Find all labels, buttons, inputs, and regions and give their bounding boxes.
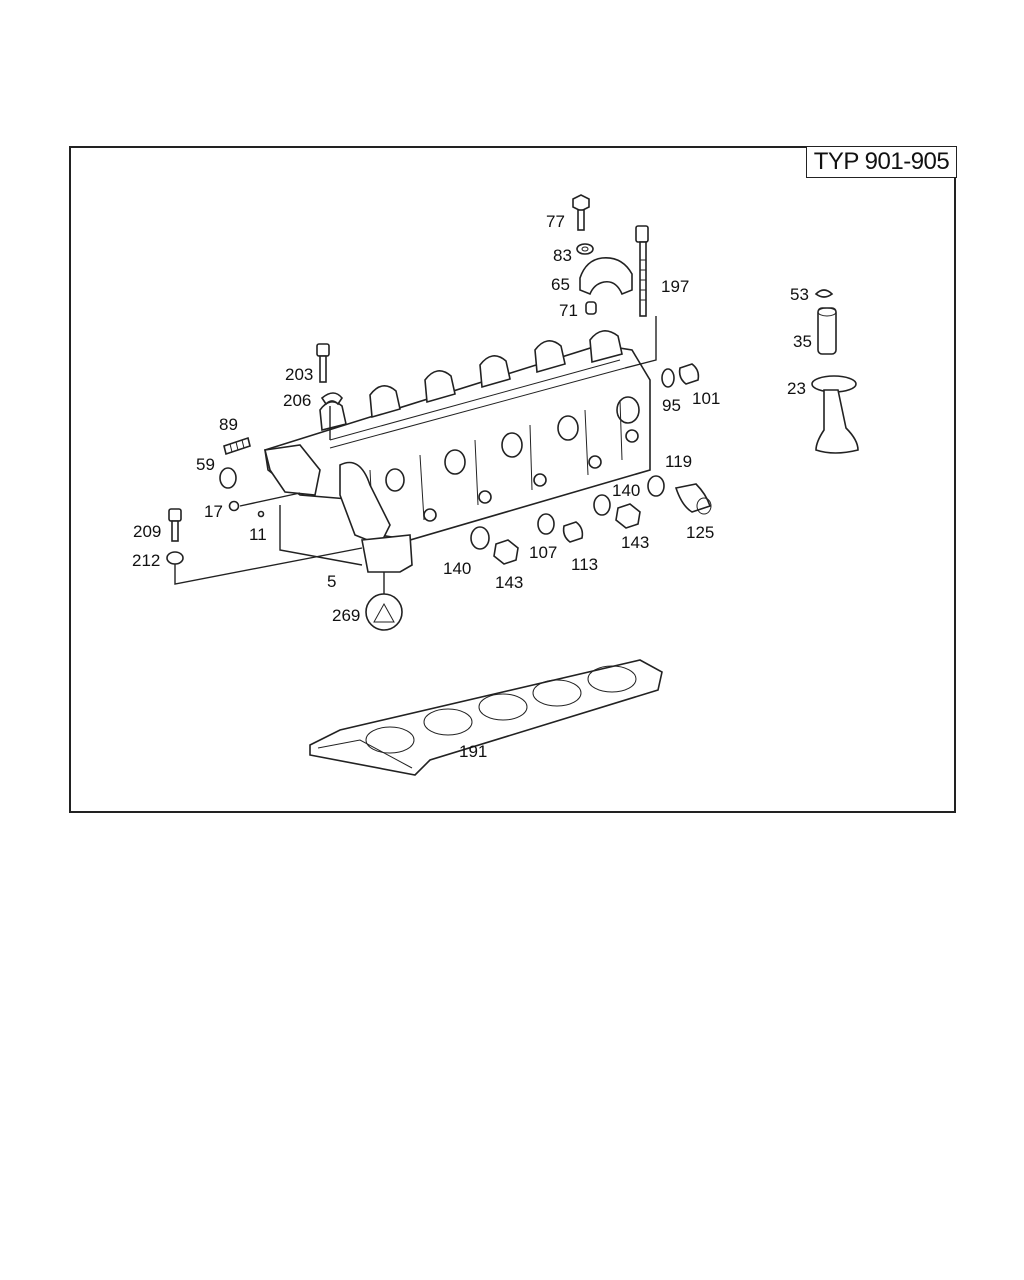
bolt-77 [572,194,590,231]
bolt-203 [316,343,330,383]
callout-65: 65 [551,275,570,294]
callout-53: 53 [790,285,809,304]
bolt-197 [624,225,657,369]
plug-113 [562,521,584,543]
callout-83: 83 [553,246,572,265]
seal-95 [661,368,675,388]
callout-206: 206 [283,391,311,410]
callout-77: 77 [546,212,565,231]
fitting-125 [674,483,712,515]
sleeve-71 [585,301,597,315]
bearing-cap-65 [579,257,633,296]
seal-140a [593,494,611,516]
guide-35 [817,307,837,355]
ring-17 [228,492,301,512]
stud-89 [223,436,251,456]
model-type-label: TYP 901-905 [806,146,957,178]
callout-59: 59 [196,455,215,474]
clip-206 [320,392,343,440]
callout-35: 35 [793,332,812,351]
pin-11 [257,505,363,566]
gear-269 [365,572,403,631]
clip-53 [814,289,834,298]
callout-143-lower: 143 [495,573,523,592]
washer-212 [166,547,363,585]
nut-143b [493,539,519,565]
callout-125: 125 [686,523,714,542]
callout-23: 23 [787,379,806,398]
callout-269: 269 [332,606,360,625]
seal-107 [537,513,555,535]
callout-119: 119 [665,452,692,471]
callout-89: 89 [219,415,238,434]
callout-107: 107 [529,543,557,562]
callout-197: 197 [661,277,689,296]
callout-5: 5 [327,572,336,591]
callout-191: 191 [459,742,487,761]
callout-95: 95 [662,396,681,415]
callout-17: 17 [204,502,223,521]
seal-119 [647,475,665,497]
callout-140-upper: 140 [612,481,640,500]
callout-209: 209 [133,522,161,541]
callout-71: 71 [559,301,578,320]
head-gasket-191 [309,659,663,776]
callout-212: 212 [132,551,160,570]
valve-23 [811,375,859,454]
callout-113: 113 [571,555,598,574]
washer-83 [576,243,594,255]
cylinder-head [264,330,651,573]
callout-143-upper: 143 [621,533,649,552]
plug-59 [219,467,237,489]
callout-140-lower: 140 [443,559,471,578]
callout-101: 101 [692,389,720,408]
plug-101 [678,363,700,385]
callout-203: 203 [285,365,313,384]
bolt-209 [168,508,182,542]
callout-11: 11 [249,525,267,544]
nut-143a [615,503,641,529]
seal-140b [470,526,490,550]
